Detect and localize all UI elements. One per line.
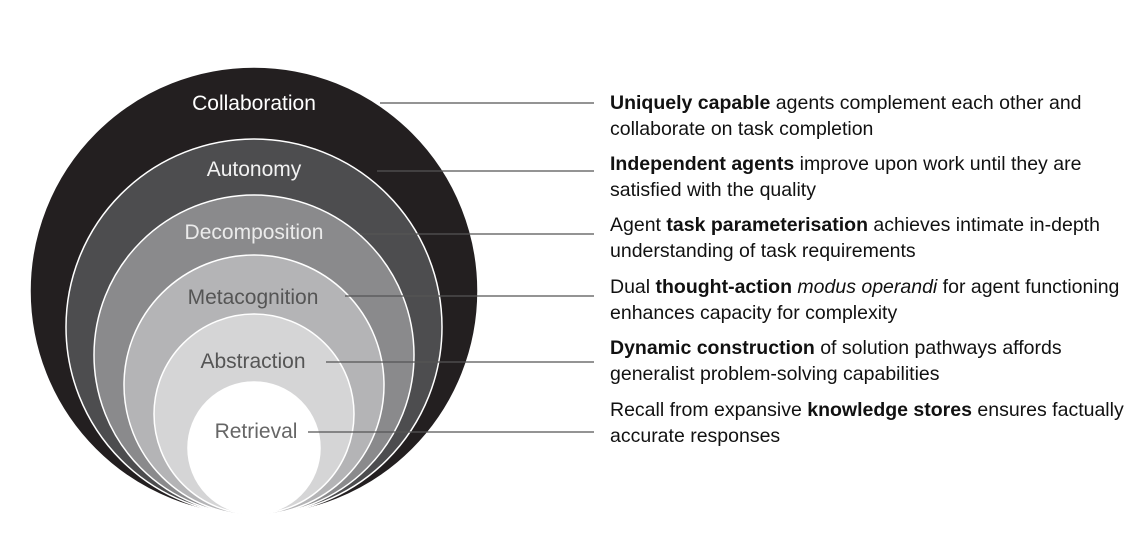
label-metacognition: Metacognition xyxy=(188,286,319,309)
label-collaboration: Collaboration xyxy=(192,92,316,115)
label-autonomy: Autonomy xyxy=(207,158,302,181)
label-decomposition: Decomposition xyxy=(185,221,324,244)
description-decomposition: Agent task parameterisation achieves int… xyxy=(610,214,1100,262)
description-metacognition: Dual thought-action modus operandi for a… xyxy=(610,276,1120,324)
circle-retrieval xyxy=(187,381,321,515)
label-abstraction: Abstraction xyxy=(200,350,305,373)
description-collaboration: Uniquely capable agents complement each … xyxy=(610,92,1082,140)
description-abstraction: Dynamic construction of solution pathway… xyxy=(610,337,1062,385)
nested-circles xyxy=(29,66,479,516)
connector-lines xyxy=(308,102,594,433)
label-retrieval: Retrieval xyxy=(215,420,298,443)
description-autonomy: Independent agents improve upon work unt… xyxy=(610,153,1082,201)
layer-labels: Collaboration Autonomy Decomposition Met… xyxy=(185,92,324,443)
description-retrieval: Recall from expansive knowledge stores e… xyxy=(610,399,1124,447)
